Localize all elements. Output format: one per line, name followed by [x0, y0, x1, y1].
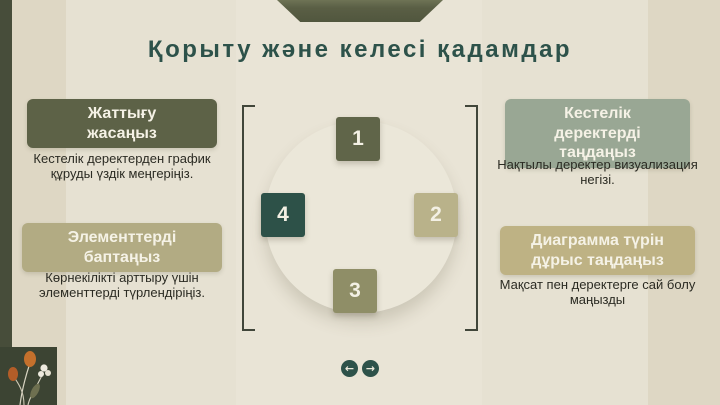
cycle-step-3-number: 3 — [349, 279, 361, 302]
step-heading-customize-label: Элементтерді баптаңыз — [67, 229, 177, 266]
step-heading-select-data: Кестелік деректерді таңдаңыз — [505, 99, 690, 168]
next-slide-button[interactable]: → — [362, 360, 379, 377]
cycle-step-4-number: 4 — [277, 203, 289, 226]
cycle-step-4-square: 4 — [261, 193, 305, 237]
background-band-left — [12, 0, 66, 405]
step-body-practice: Кестелік деректерден график құруды үздік… — [33, 151, 211, 182]
flower-illustration — [0, 347, 57, 405]
cycle-step-2-square: 2 — [414, 193, 458, 237]
step-heading-chart-type-label: Диаграмма түрін дұрыс таңдаңыз — [531, 232, 664, 269]
background-band-right — [648, 0, 720, 405]
step-body-select-data: Нақтылы деректер визуализация негізі. — [497, 157, 698, 188]
flower-decoration-image — [0, 347, 57, 405]
left-edge-strip — [0, 0, 12, 405]
step-heading-chart-type: Диаграмма түрін дұрыс таңдаңыз — [500, 226, 695, 276]
cycle-step-2-number: 2 — [430, 203, 442, 226]
step-body-customize: Көрнекілікті арттыру үшін элементтерді т… — [39, 270, 205, 301]
diagram-right-bracket — [465, 105, 478, 331]
slide-navigation: ← → — [341, 360, 379, 377]
step-body-chart-type: Мақсат пен деректерге сай болу маңызды — [499, 277, 696, 308]
step-heading-practice-label: Жаттығу жасаңыз — [87, 105, 157, 142]
cycle-step-1-number: 1 — [352, 127, 364, 150]
prev-slide-button[interactable]: ← — [341, 360, 358, 377]
top-trapezoid-decoration — [277, 0, 443, 22]
prev-arrow-icon: ← — [344, 362, 355, 375]
slide-title: Қорыту және келесі қадамдар — [147, 36, 573, 63]
next-arrow-icon: → — [365, 362, 376, 375]
cycle-step-3-square: 3 — [333, 269, 377, 313]
cycle-step-1-square: 1 — [336, 117, 380, 161]
step-heading-practice: Жаттығу жасаңыз — [27, 99, 217, 149]
step-heading-select-data-label: Кестелік деректерді таңдаңыз — [554, 105, 641, 162]
step-heading-customize: Элементтерді баптаңыз — [22, 223, 222, 273]
diagram-left-bracket — [242, 105, 255, 331]
